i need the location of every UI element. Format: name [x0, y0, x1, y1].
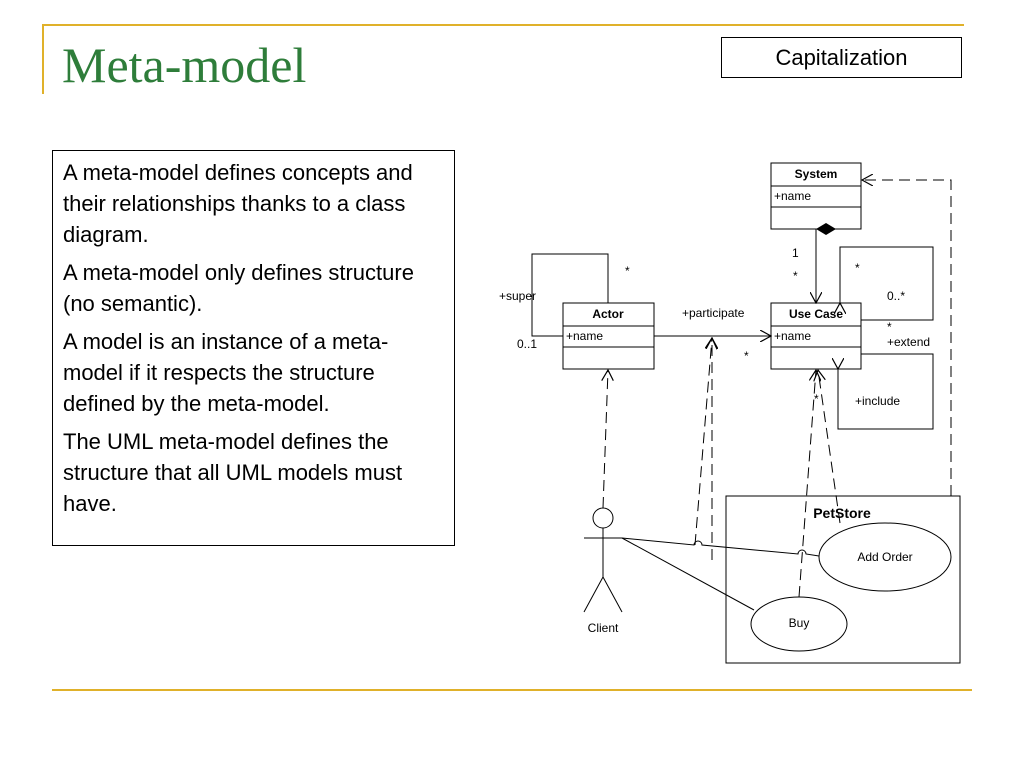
system-class-attribute: +name: [774, 189, 811, 203]
paragraph: A meta-model defines concepts and their …: [63, 160, 413, 247]
super-multiplicity-label: 0..1: [517, 337, 537, 351]
super-association: [531, 253, 609, 337]
composition-multiplicity-label: 1: [792, 246, 799, 260]
slide-title: Meta-model: [62, 37, 307, 93]
participate-multiplicity-label: *: [744, 349, 749, 363]
left-accent-bar: [42, 24, 44, 94]
system-name-label: PetStore: [813, 505, 871, 521]
extend-role-label: +extend: [887, 335, 930, 349]
include-role-label: +include: [855, 394, 900, 408]
extend-multiplicity-label: *: [887, 320, 892, 334]
paragraph: A meta-model only defines structure (no …: [63, 260, 414, 316]
composition-multiplicity-label: *: [793, 269, 798, 283]
extend-multiplicity-label: *: [855, 261, 860, 275]
client-actor-figure: [583, 507, 623, 613]
include-multiplicity-label: *: [814, 392, 819, 406]
buy-instance-of: [798, 370, 816, 598]
top-accent-line: [42, 24, 964, 26]
actor-class-name: Actor: [592, 307, 624, 321]
bottom-accent-line: [52, 689, 972, 691]
use-case-class-name: Use Case: [789, 307, 843, 321]
client-instance-of: [603, 370, 608, 509]
section-badge: Capitalization: [721, 37, 962, 78]
actor-class-attribute: +name: [566, 329, 603, 343]
extend-multiplicity-label: 0..*: [887, 289, 905, 303]
paragraph: The UML meta-model defines the structure…: [63, 429, 403, 516]
client-add-order-association: [621, 537, 820, 557]
client-buy-association: [621, 537, 755, 611]
super-multiplicity-label: *: [625, 264, 630, 278]
add-order-instance-of: [818, 370, 841, 524]
participate-role-label: +participate: [682, 306, 745, 320]
text-box: A meta-model defines concepts and their …: [52, 150, 455, 546]
super-role-label: +super: [499, 289, 536, 303]
association-instance-of: [694, 338, 712, 546]
include-association: [838, 353, 934, 430]
use-case-label: Add Order: [857, 550, 912, 564]
petstore-boundary: [725, 495, 961, 664]
petstore-instance-of: [862, 180, 952, 496]
extend-association: [840, 246, 934, 321]
system-class-name: System: [795, 167, 838, 181]
paragraph: A model is an instance of a meta-model i…: [63, 329, 389, 416]
add-order-use-case: [818, 522, 952, 592]
actor-name-label: Client: [588, 621, 619, 635]
use-case-label: Buy: [789, 616, 810, 630]
use-case-class-attribute: +name: [774, 329, 811, 343]
